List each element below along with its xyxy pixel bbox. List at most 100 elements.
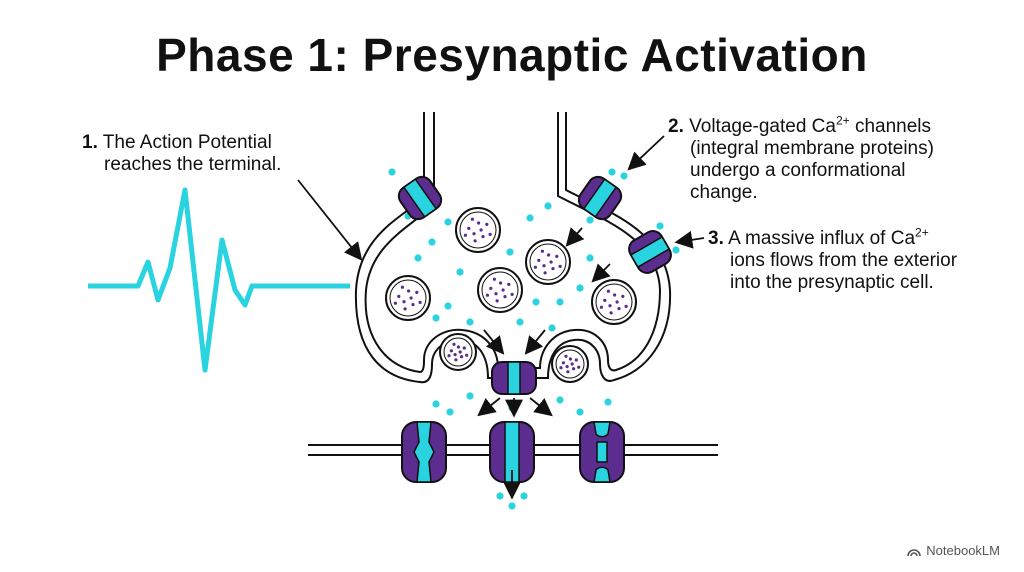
annotation-3-line1-sup: 2+ <box>915 225 929 240</box>
vesicle-inner <box>529 243 567 281</box>
calcium-ion <box>456 268 464 276</box>
annotation-3-line3: into the presynaptic cell. <box>730 272 934 293</box>
annotation-3-line1-pre: A massive influx of Ca <box>728 228 916 249</box>
vesicle <box>551 345 589 383</box>
calcium-ion <box>556 396 564 404</box>
calcium-ion <box>508 502 516 510</box>
presynaptic-membrane <box>354 112 672 384</box>
annotation-2-line1-pre: Voltage-gated Ca <box>689 116 836 137</box>
annotation-3: 3. A massive influx of Ca2+ ions flows f… <box>708 225 957 294</box>
calcium-ions <box>388 168 680 510</box>
brand-watermark: NotebookLM <box>906 543 1000 558</box>
annotation-2-line1-sup: 2+ <box>835 113 850 128</box>
calcium-ion <box>432 314 440 322</box>
neurotransmitter-dot <box>447 354 451 358</box>
vesicle <box>455 207 501 253</box>
neurotransmitter-dot <box>503 295 507 299</box>
neurotransmitter-dot <box>453 353 457 357</box>
neurotransmitter-dot <box>465 353 469 357</box>
neurotransmitter-dot <box>566 370 570 374</box>
calcium-ion <box>466 392 474 400</box>
vesicle-inner <box>555 349 585 379</box>
neurotransmitter-dot <box>407 289 411 293</box>
annotation-3-number: 3. <box>708 228 724 249</box>
neurotransmitter-dot <box>462 346 466 350</box>
neurotransmitter-dot <box>485 222 489 226</box>
neurotransmitter-dot <box>477 221 481 225</box>
neurotransmitter-dot <box>418 300 422 304</box>
calcium-ion <box>620 172 628 180</box>
calcium-ion <box>414 254 422 262</box>
vesicle <box>525 239 571 285</box>
calcium-ion <box>526 214 534 222</box>
neurotransmitter-dot <box>501 288 505 292</box>
neurotransmitter-dot <box>565 365 569 369</box>
neurotransmitter-dot <box>547 253 551 257</box>
neurotransmitter-dot <box>543 271 547 275</box>
neurotransmitter-dot <box>492 277 496 281</box>
calcium-ion <box>672 246 680 254</box>
neurotransmitter-dot <box>472 232 476 236</box>
neurotransmitter-dot <box>400 285 404 289</box>
leader-arrows <box>297 135 705 261</box>
neurotransmitter-dot <box>507 282 511 286</box>
neurotransmitter-dot <box>617 307 621 311</box>
neurotransmitter-dot <box>393 301 397 305</box>
neurotransmitter-dot <box>473 239 477 243</box>
notebooklm-logo-icon <box>907 548 922 556</box>
neurotransmitter-dot <box>411 303 415 307</box>
annotation-1: 1. The Action Potential reaches the term… <box>82 132 281 176</box>
annotation-1-line2: reaches the terminal. <box>104 154 282 175</box>
annotation-2: 2. Voltage-gated Ca2+ channels (integral… <box>668 113 934 204</box>
vesicle <box>385 275 431 321</box>
neurotransmitter-dot <box>609 311 613 315</box>
ca-channel-right-upper <box>577 175 623 221</box>
neurotransmitter-dot <box>542 264 546 268</box>
action-potential-trace <box>88 187 350 373</box>
calcium-ion <box>576 408 584 416</box>
neurotransmitter-dot <box>494 292 498 296</box>
neurotransmitter-dot <box>481 235 485 239</box>
annotation-1-number: 1. <box>82 132 98 153</box>
calcium-ion <box>444 218 452 226</box>
calcium-ion <box>506 248 514 256</box>
neurotransmitter-dot <box>470 217 474 221</box>
calcium-ion <box>496 492 504 500</box>
neurotransmitter-dot <box>561 361 566 365</box>
ca-channel-right-lower <box>628 230 672 274</box>
calcium-ion <box>444 302 452 310</box>
neurotransmitter-dot <box>603 298 607 302</box>
neurotransmitter-dot <box>574 358 578 362</box>
vesicle <box>477 267 523 313</box>
fusion-channel <box>491 361 537 395</box>
calcium-ion <box>520 492 528 500</box>
neurotransmitter-dot <box>540 249 545 253</box>
calcium-ion <box>576 284 584 292</box>
neurotransmitter-dot <box>621 294 625 298</box>
neurotransmitter-dot <box>402 300 406 304</box>
page-title: Phase 1: Presynaptic Activation <box>156 29 868 81</box>
calcium-ion <box>446 408 454 416</box>
neurotransmitter-dot <box>460 355 464 359</box>
neurotransmitter-dot <box>397 294 401 298</box>
vesicle-inner <box>481 271 519 309</box>
annotation-2-line2: (integral membrane proteins) <box>690 138 934 159</box>
calcium-ion <box>586 216 594 224</box>
neurotransmitter-dot <box>572 367 576 371</box>
neurotransmitter-dot <box>463 233 467 237</box>
ca-channel-left <box>397 175 443 221</box>
neurotransmitter-dot <box>568 357 573 361</box>
neurotransmitter-dot <box>415 290 419 294</box>
neurotransmitter-dot <box>489 286 493 290</box>
calcium-ion <box>516 318 524 326</box>
annotation-1-line1: The Action Potential <box>102 132 272 153</box>
vesicle <box>591 279 637 325</box>
neurotransmitter-dot <box>449 349 453 353</box>
postsynaptic-receptor-3 <box>579 421 625 483</box>
neurotransmitter-dot <box>479 228 483 232</box>
neurotransmitter-dot <box>608 304 612 308</box>
annotation-2-line4: change. <box>690 182 758 203</box>
neurotransmitter-dot <box>558 264 562 268</box>
vesicle-inner <box>443 337 473 367</box>
